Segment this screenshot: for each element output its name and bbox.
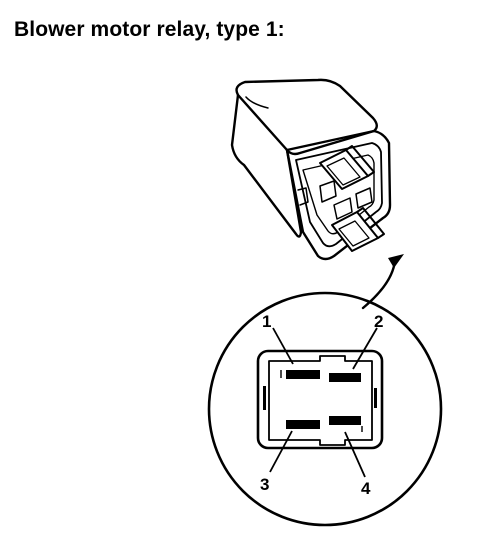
arrow-head-icon	[388, 254, 404, 268]
leader-2	[352, 327, 378, 370]
terminal-label-2: 2	[374, 312, 383, 331]
connector-face	[256, 349, 384, 450]
view-arrow	[361, 254, 404, 310]
leader-lines	[269, 327, 378, 478]
terminal-slot-1	[286, 370, 320, 379]
terminal-label-3: 3	[260, 475, 269, 494]
leader-3	[269, 430, 293, 473]
diagram-title: Blower motor relay, type 1:	[14, 18, 285, 41]
terminal-slot-4	[329, 416, 361, 425]
leader-1	[272, 327, 294, 365]
terminal-label-1: 1	[262, 312, 271, 331]
leader-4	[344, 431, 366, 478]
terminal-slot-2	[329, 373, 361, 382]
terminal-label-4: 4	[361, 479, 371, 498]
relay-blade-terminals	[319, 145, 385, 252]
detail-view-circle	[207, 291, 443, 527]
terminal-slots	[286, 370, 361, 429]
terminal-slot-3	[286, 420, 320, 429]
relay-body	[230, 78, 392, 261]
